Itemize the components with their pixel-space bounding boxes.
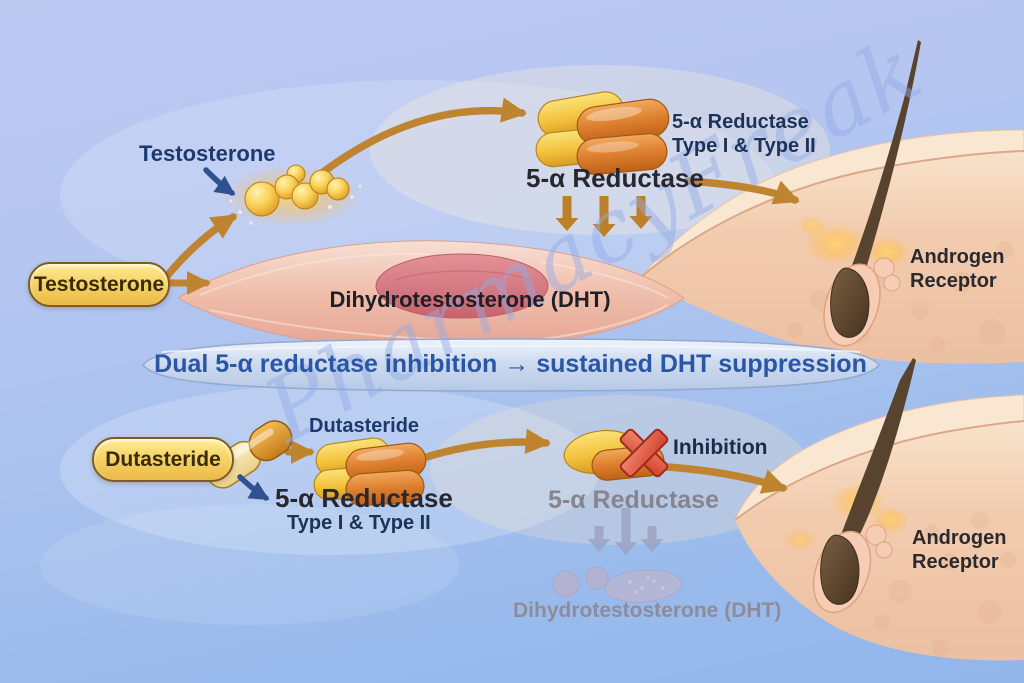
reductase-type-bottom: Type I & Type II bbox=[287, 512, 431, 534]
faded-dht-molecules bbox=[552, 566, 682, 603]
testosterone-annotation: Testosterone bbox=[139, 141, 276, 166]
androgen-receptor-top-label: Androgen Receptor bbox=[910, 246, 1005, 292]
gold-arrows bbox=[148, 97, 800, 494]
arrow-testosterone-pointer bbox=[203, 167, 236, 196]
reductase-bottom-label: 5-α Reductase bbox=[275, 483, 453, 513]
androgen-receptor-bottom-label: Androgen Receptor bbox=[912, 527, 1007, 573]
arrow-molecules-to-enzyme bbox=[314, 97, 528, 180]
sebaceous-gland-top bbox=[873, 257, 895, 279]
banner-lens bbox=[142, 338, 880, 392]
conversion-arrows-suppressed bbox=[587, 508, 664, 555]
enzyme-complex-top bbox=[535, 91, 670, 175]
inhibition-label: Inhibition bbox=[673, 436, 768, 459]
skin-panel-bottom bbox=[733, 358, 1024, 661]
blue-pointer-arrows bbox=[203, 167, 270, 501]
dht-faded-label: Dihydrotestosterone (DHT) bbox=[513, 599, 782, 622]
dutasteride-capsule bbox=[205, 420, 293, 489]
inhibited-enzyme bbox=[563, 428, 669, 481]
hair-shaft-top bbox=[848, 40, 921, 282]
inhibition-x-icon bbox=[619, 428, 669, 478]
banner-text: Dual 5-α reductase inhibition → sustaine… bbox=[154, 350, 867, 378]
reductase-top-label: 5-α Reductase bbox=[526, 163, 704, 193]
sebaceous-gland-bottom bbox=[865, 524, 887, 546]
arrow-enzyme-to-inhibition bbox=[416, 428, 552, 463]
testosterone-pill-label: Testosterone bbox=[33, 272, 165, 296]
arrow-reductase-pointer bbox=[237, 474, 270, 501]
dutasteride-annotation: Dutasteride bbox=[309, 415, 420, 437]
reductase-gray-label: 5-α Reductase bbox=[548, 486, 719, 514]
arrow-enzyme-to-receptor bbox=[684, 177, 800, 205]
reductase-type-top-line1: 5-α Reductase bbox=[672, 111, 809, 133]
testosterone-pill: Testosterone bbox=[28, 262, 170, 307]
hair-shaft-bottom bbox=[838, 358, 916, 549]
hair-bulb-bottom bbox=[820, 534, 860, 605]
hair-bulb-top bbox=[830, 267, 870, 338]
reductase-type-top-line2: Type I & Type II bbox=[672, 135, 816, 157]
testosterone-molecules bbox=[222, 164, 362, 227]
dutasteride-pill: Dutasteride bbox=[92, 437, 234, 482]
skin-panel-top bbox=[641, 40, 1024, 364]
enzyme-complex-bottom bbox=[313, 437, 427, 507]
conversion-arrows-top bbox=[555, 196, 653, 237]
dht-muscle-label: Dihydrotestosterone (DHT) bbox=[329, 287, 611, 312]
reductase-type-top: 5-α Reductase Type I & Type II bbox=[672, 110, 816, 158]
dutasteride-pill-label: Dutasteride bbox=[105, 447, 221, 471]
muscle-nucleus bbox=[375, 253, 549, 319]
arrow-inhibition-to-receptor bbox=[648, 462, 788, 494]
